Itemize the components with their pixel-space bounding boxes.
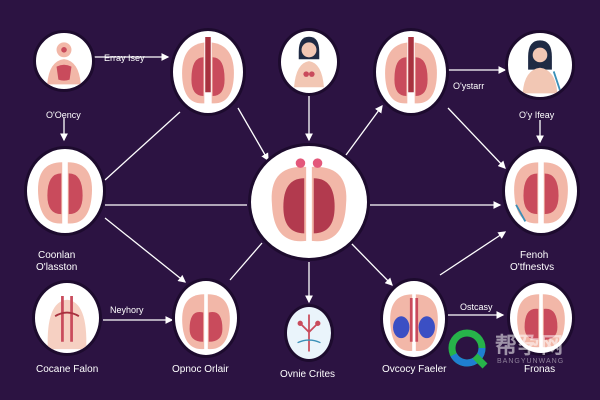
node-bottom-3 [284,304,334,362]
label-bottom-1: Cocane Falon [36,364,99,375]
label-top-left-under: O'Oency [46,110,81,120]
node-mid-left-organ [24,146,106,236]
label-top-right-arrow: O'ystarr [453,81,485,91]
label-mid-right-2: O'tfnestvs [510,262,555,273]
node-lungs-top-right [373,28,449,116]
node-lungs-top [170,28,246,116]
label-bottom-right-arrow: Ostcasy [460,302,493,312]
label-mid-right-1: Fenoh [520,250,549,261]
line-midleft-lungs [104,111,181,181]
label-top-right-under: O'y Ifeay [519,110,555,120]
watermark: 帮孕网 BANGYUNWANG [445,326,595,386]
line-center-bottom2 [229,242,263,281]
watermark-sub: BANGYUNWANG [497,358,565,365]
arrow-topright-midright [447,107,506,169]
node-bottom-4 [380,278,448,360]
node-woman-top [278,28,340,96]
arrow-center-bottom4 [349,241,393,286]
node-bottom-1 [32,280,102,356]
label-top-left-arrow: Erray Isey [104,53,145,63]
arrow-lungs-center [237,107,269,162]
arrow-midleft-bottom2 [104,217,187,283]
label-bottom-4: Ovcocy Faeler [382,364,447,375]
watermark-logo-icon [448,329,488,369]
arrow-bottom4-midright [439,231,507,276]
node-woman-top-right [505,30,575,100]
label-mid-left-2: O'lasston [36,262,78,273]
node-top-left-person [33,30,95,92]
arrow-center-topright [345,104,383,156]
label-bottom-2: Opnoc Orlair [172,364,229,375]
node-center-organ [248,143,370,261]
node-mid-right-organ [502,146,580,236]
label-bottom-5: Fronas [524,364,556,375]
label-bottom-left-arrow: Neyhory [110,305,144,315]
node-bottom-2 [172,278,240,358]
label-mid-left-1: Coonlan [38,250,76,261]
label-bottom-3: Ovnie Crites [280,369,336,380]
node-bottom-5 [507,280,575,356]
watermark-text: 帮孕网 [495,334,565,359]
